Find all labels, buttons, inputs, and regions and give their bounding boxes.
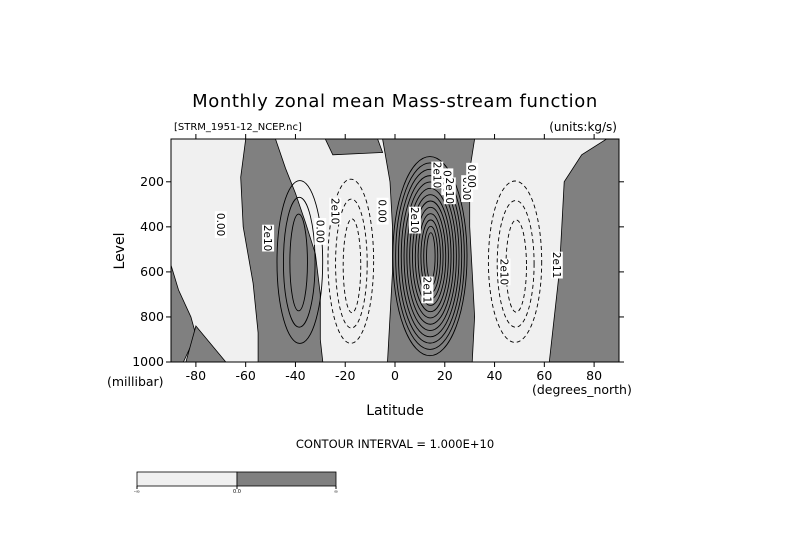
colorbar-tick-label: -∞ xyxy=(134,489,140,495)
x-tick-label: -60 xyxy=(235,368,255,383)
contour-label-text: 0.00 xyxy=(465,165,477,188)
x-tick-label: -80 xyxy=(186,368,206,383)
contour-label: 0.00 xyxy=(313,217,327,245)
colorbar-tick-label: 0.0 xyxy=(233,489,241,495)
contour-label: 2e10 xyxy=(443,177,456,205)
colorbar: -∞ 0.0 ∞ xyxy=(134,471,338,495)
south-lower-patch xyxy=(185,325,227,362)
positive-contour-line xyxy=(282,196,316,328)
x-tick-label: -20 xyxy=(335,368,355,383)
positive-contour-line xyxy=(392,156,468,357)
contour-label: 0.00 xyxy=(376,197,389,225)
positive-contour-line xyxy=(400,175,460,338)
contour-label: 0.00 xyxy=(214,211,227,239)
colorbar-positive-swatch xyxy=(236,471,337,487)
contour-label-background xyxy=(466,162,479,190)
x-axis: -80 -60 -40 -20 0 20 40 60 80 xyxy=(186,134,602,383)
x-tick-label: 80 xyxy=(586,368,602,383)
contour-label-text: 2e10 xyxy=(261,225,273,252)
contour-label-text: 2e10 xyxy=(498,259,510,286)
negative-contour-line xyxy=(496,200,535,328)
contour-label-text: 2e10 xyxy=(443,178,455,205)
plot-area: 0.002e100.002e100.002e102e112e102e100.00… xyxy=(170,138,620,363)
contour-label-background xyxy=(408,206,421,234)
units-label: (units:kg/s) xyxy=(549,120,617,134)
contour-label-text: 0.00 xyxy=(214,213,226,236)
contour-label-background xyxy=(498,258,511,286)
south-positive-cell xyxy=(238,139,324,362)
x-tick-label: 40 xyxy=(487,368,503,383)
file-name-label: [STRM_1951-12_NCEP.nc] xyxy=(174,122,302,133)
contour-label-text: 2e11 xyxy=(550,252,562,279)
y-axis: 200 400 600 800 1000 xyxy=(132,174,624,369)
contour-label-background xyxy=(376,197,389,225)
contour-label: 2e11 xyxy=(550,251,563,279)
negative-contour-line xyxy=(487,180,543,343)
contour-label-text: 2e10 xyxy=(328,198,340,225)
contour-label: 0.00 xyxy=(465,162,479,190)
negative-contour-line xyxy=(327,178,375,344)
y-unit-label: (millibar) xyxy=(107,374,164,389)
x-tick-label: 0 xyxy=(391,368,399,383)
x-tick-label: 60 xyxy=(536,368,552,383)
contour-label-text: 2e11 xyxy=(420,277,432,304)
negative-contour-line xyxy=(505,219,527,313)
positive-contour-line xyxy=(403,181,457,331)
chart-title: Monthly zonal mean Mass-stream function xyxy=(192,91,598,112)
colorbar-tick-label: ∞ xyxy=(334,489,338,495)
contour-label-background xyxy=(550,251,563,279)
contour-label-background xyxy=(431,161,444,189)
contour-label-text: 0.00 xyxy=(376,199,388,222)
positive-contour-line xyxy=(409,194,452,319)
contour-label-text: 2e10 xyxy=(408,207,420,234)
y-tick-label: 400 xyxy=(140,219,164,234)
contour-labels: 0.002e100.002e100.002e102e112e102e100.00… xyxy=(214,161,563,304)
contour-label-text: 2e10 xyxy=(430,162,442,189)
positive-contour-line xyxy=(397,168,463,344)
y-tick-label: 600 xyxy=(140,264,164,279)
contour-label-background xyxy=(314,217,327,245)
contour-label-background xyxy=(329,197,342,225)
contour-label-background xyxy=(214,211,227,239)
contour-label-background xyxy=(421,276,434,304)
positive-contour-line xyxy=(395,162,465,350)
y-axis-label: Level xyxy=(112,233,128,270)
contour-label: 2e11 xyxy=(420,276,434,304)
contour-label: 2e10 xyxy=(328,197,342,225)
contour-label: 2e10 xyxy=(408,206,421,234)
x-unit-label: (degrees_north) xyxy=(532,382,632,397)
positive-contour-line xyxy=(276,180,324,344)
x-tick-label: -40 xyxy=(285,368,305,383)
negative-contour-line xyxy=(335,198,368,329)
y-tick-label: 800 xyxy=(140,309,164,324)
contour-label-background xyxy=(443,177,456,205)
negative-contour-line xyxy=(342,218,362,314)
contour-interval-label: CONTOUR INTERVAL = 1.000E+10 xyxy=(296,437,494,451)
contour-label: 2e10 xyxy=(261,224,275,252)
positive-contour-line xyxy=(414,206,447,306)
contour-label: 2e10 xyxy=(498,258,511,286)
shaded-regions xyxy=(171,139,619,362)
contour-label-background xyxy=(262,224,275,252)
tropical-positive-cell xyxy=(320,139,476,362)
y-tick-label: 1000 xyxy=(132,354,164,369)
positive-contour-line xyxy=(406,187,455,325)
colorbar-negative-swatch xyxy=(136,471,238,487)
positive-contour-line xyxy=(412,200,449,313)
contour-label: 2e10 xyxy=(430,161,444,189)
x-tick-label: 20 xyxy=(437,368,453,383)
contour-lines xyxy=(276,156,543,357)
positive-contour-line xyxy=(289,213,308,312)
contour-label-text: 0.00 xyxy=(313,220,325,243)
x-axis-label: Latitude xyxy=(366,403,424,419)
y-tick-label: 200 xyxy=(140,174,164,189)
